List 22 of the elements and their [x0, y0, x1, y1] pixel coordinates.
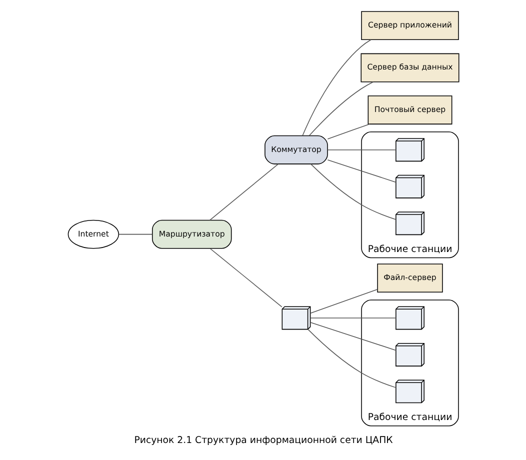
node-box: Сервер базы данных	[360, 53, 459, 82]
caption: Рисунок 2.1 Структура информационной сети ЦАПК	[134, 434, 392, 446]
connector	[208, 164, 278, 221]
node-box: Сервер приложений	[360, 11, 458, 40]
cluster: Рабочие станции	[360, 131, 458, 258]
connector	[307, 328, 396, 388]
connector	[308, 81, 374, 136]
node-ellipse: Internet	[67, 220, 119, 249]
connector	[326, 160, 396, 183]
connector	[309, 322, 396, 351]
node-box: Коммутатор	[264, 135, 328, 164]
connector	[302, 39, 371, 136]
node-box: Почтовый сервер	[367, 96, 452, 124]
node-box: Маршрутизатор	[151, 220, 232, 249]
cluster: Рабочие станции	[360, 300, 458, 426]
connector	[309, 289, 378, 314]
connector	[310, 164, 396, 220]
connector	[326, 124, 370, 140]
connector	[118, 234, 152, 235]
connector	[326, 149, 396, 150]
node-box: Файл-сервер	[376, 264, 442, 293]
connector	[209, 248, 282, 308]
